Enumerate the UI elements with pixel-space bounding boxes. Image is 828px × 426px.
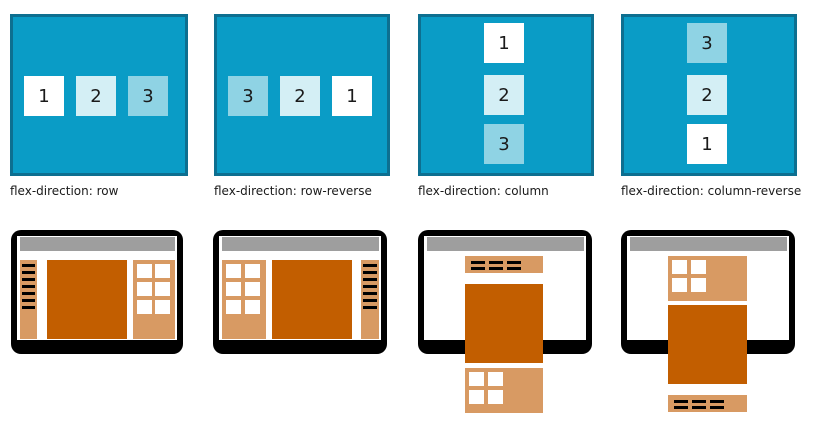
flex-item-3: 3 [128,76,168,116]
panel-row-reverse: 3 2 1 [214,14,390,176]
flex-item-2: 2 [687,75,727,115]
flex-item-2: 2 [76,76,116,116]
monitor-column-illustration [418,230,592,413]
caption-column-reverse: flex-direction: column-reverse [621,184,802,198]
flex-item-1: 1 [687,124,727,164]
panel-column: 1 2 3 [418,14,594,176]
caption-row-reverse: flex-direction: row-reverse [214,184,372,198]
flex-item-2: 2 [280,76,320,116]
panel-row: 1 2 3 [10,14,188,176]
monitor-row-reverse-illustration [213,230,387,354]
monitor-row-illustration [11,230,183,354]
monitor-column-reverse-illustration [621,230,795,412]
flex-item-1: 1 [332,76,372,116]
flex-item-3: 3 [228,76,268,116]
caption-row: flex-direction: row [10,184,119,198]
flex-item-1: 1 [24,76,64,116]
caption-column: flex-direction: column [418,184,549,198]
flex-item-1: 1 [484,23,524,63]
flex-item-2: 2 [484,75,524,115]
panel-column-reverse: 3 2 1 [621,14,797,176]
flex-item-3: 3 [687,23,727,63]
flex-item-3: 3 [484,124,524,164]
